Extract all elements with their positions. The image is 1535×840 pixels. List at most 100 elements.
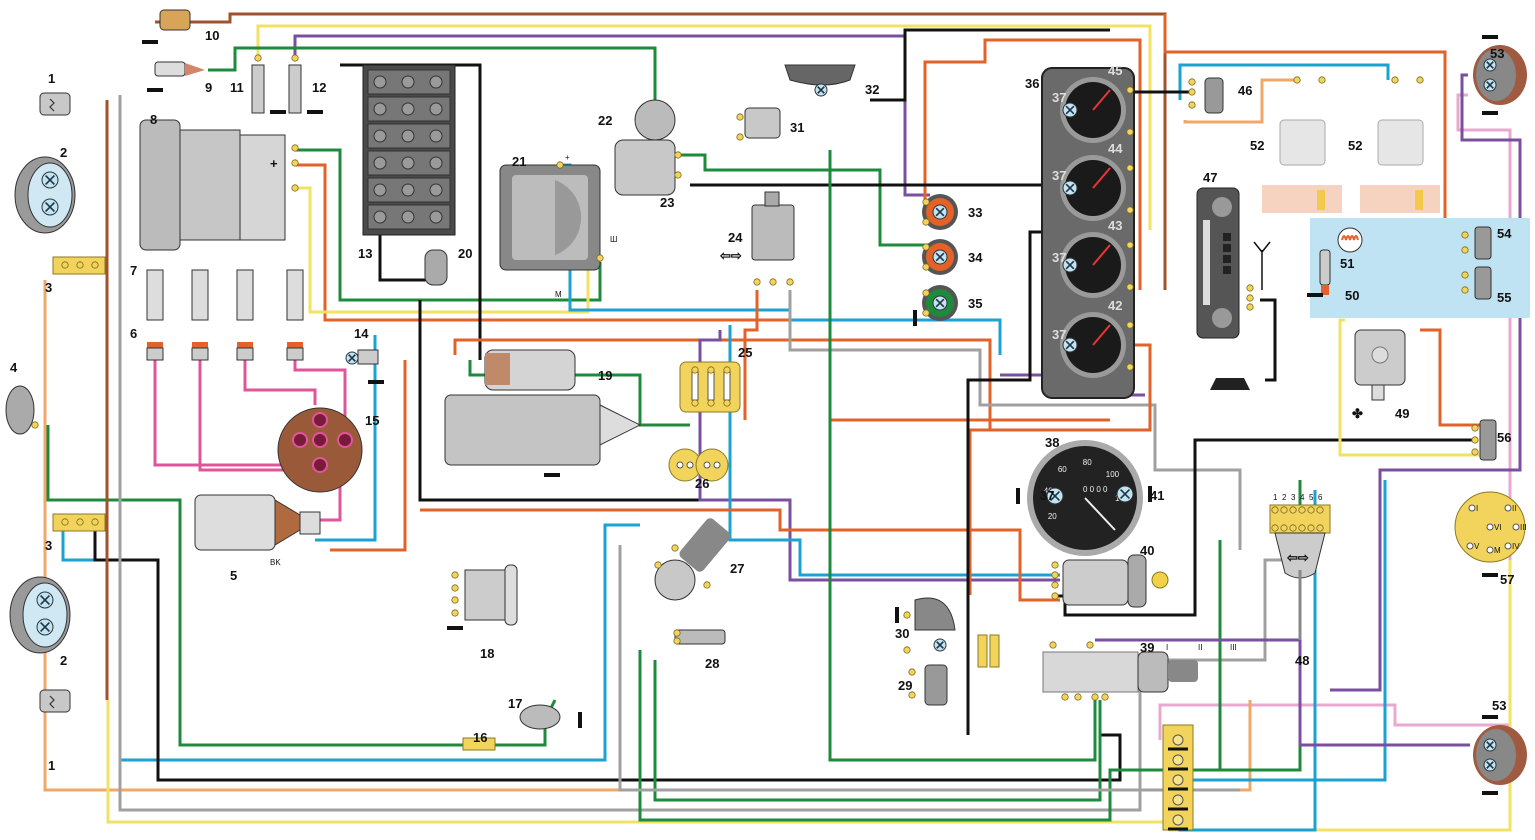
warning-lamp-34 [922,239,958,275]
relay-regulator: +ШM [499,153,617,299]
terminal [1316,506,1324,514]
headlight-left-bottom [9,576,71,654]
terminal [1061,693,1069,701]
oil-pressure-sensor [147,61,205,92]
terminal [1246,303,1254,311]
wiper-switch [736,107,781,141]
spark-plugs [146,269,304,361]
terminal [1307,506,1315,514]
terminal [707,399,715,407]
label-spark-plug-caps: 6 [130,326,137,341]
terminal [1126,283,1134,291]
glow-plug [1307,249,1331,297]
wire-hv-4 [293,355,347,440]
terminal [673,629,681,637]
terminal [1307,524,1315,532]
label-brake-fluid-sensor: 28 [705,656,719,671]
label-warning-lamp-34: 34 [968,250,983,265]
terminal [922,309,930,317]
terminal [922,289,930,297]
terminal [1101,693,1109,701]
terminal [1126,321,1134,329]
label-voltage-regulator: 18 [480,646,494,661]
speaker-icon [1210,378,1250,390]
heater-switch-55 [1461,266,1492,300]
speedometer-tick: 20 [1048,512,1057,521]
label-instrument-cluster: 36 [1025,76,1039,91]
terminal [1461,231,1469,239]
socket-pin-label: III [1520,523,1527,532]
fuel-level-sensors-2 [1360,76,1440,213]
label-under-hood-lamp: 14 [354,326,369,341]
terminal [703,581,711,589]
wire-fuse-green [468,360,690,427]
turn-arrows-icon: ⇦⇨ [719,248,742,263]
terminal [1461,246,1469,254]
wire-rear-blue [1190,480,1387,782]
wire-left-black [93,530,1122,782]
battery [362,64,456,236]
wire-cluster-ground [966,230,1045,735]
terminal-strip [1162,724,1194,831]
label-fuel-level-sensors: 52 [1250,138,1264,153]
label-light-switch: 39 [1140,640,1154,655]
wire-horn-green [46,425,465,747]
terminal [654,561,662,569]
bulb-cross [1065,340,1075,350]
terminal [1188,78,1196,86]
wire-temp-sensor [256,24,1152,230]
terminal [451,596,459,604]
label-starter: 19 [598,368,612,383]
instrument-cluster [1041,67,1135,399]
label-fuel-tank-switch: 46 [1238,83,1252,98]
terminal [596,254,604,262]
switch-pin-label: 3 [1291,493,1296,502]
terminal [1126,241,1134,249]
bulb-cross [936,641,944,649]
fuel-level-sensors-1 [1262,76,1342,213]
switch-pin-label: 5 [1309,493,1314,502]
terminal [556,161,564,169]
heater-coil [1337,227,1363,253]
terminal [1293,76,1301,84]
label-horn: 4 [10,360,18,375]
label-radio: 47 [1203,170,1217,185]
terminal [723,366,731,374]
fuse [462,737,496,751]
label-coolant-temperature-sensor: 11 [230,80,244,95]
label-oil-pressure-sensor: 9 [205,80,212,95]
terminal [1126,206,1134,214]
oil-pressure-gauge-sensor [142,9,191,44]
socket-pin-label: M [1494,546,1501,555]
terminal [1289,524,1297,532]
bulb-cross [1120,489,1130,499]
terminal [707,366,715,374]
wire-hv-1 [153,355,340,467]
label-wiper-switch: 31 [790,120,804,135]
wire-brake-green-2 [653,660,1102,802]
wire-coil-orange [330,360,407,552]
label-horn-button: 17 [508,696,522,711]
label-rear-lights-top: 53 [1490,46,1504,61]
ground-switch [424,249,448,286]
switch-pin-label: 2 [1282,493,1287,502]
label-heater-switch-54: 54 [1497,226,1512,241]
bulb-cross [935,207,945,217]
wire-purple-fuse [698,330,1060,582]
label-spark-plugs: 7 [130,263,137,278]
wire-oil-lamp [208,46,657,72]
terminal [451,571,459,579]
switch-pin-label: 1 [1273,493,1278,502]
wire-heater-yellow [1338,318,1480,457]
ignition-distributor [277,407,363,493]
label-connector-plugs: 26 [695,476,709,491]
terminal [1126,164,1134,172]
label-warning-lamp-35: 35 [968,296,982,311]
regulator-terminal-label: + [565,153,570,162]
inline-fuses [977,634,1000,668]
switch-pin-label: 6 [1318,493,1323,502]
label-fuel-level-sensors: 52 [1348,138,1362,153]
